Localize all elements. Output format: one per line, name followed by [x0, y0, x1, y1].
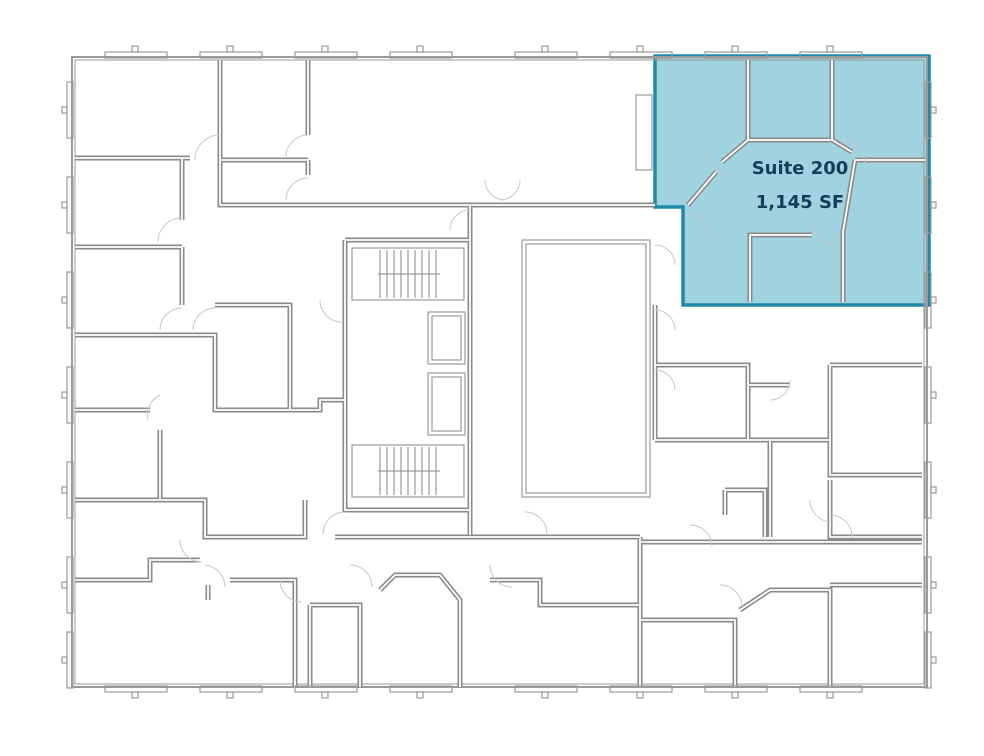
stairs-upper — [351, 247, 465, 301]
suite-name: Suite 200 — [751, 158, 849, 179]
window-mullions — [61, 45, 937, 699]
walls — [71, 56, 928, 688]
stairs-lower — [351, 444, 465, 498]
door-swings — [146, 134, 866, 608]
suite-label: Suite 200 1,145 SF — [700, 152, 900, 220]
suite-area: 1,145 SF — [755, 192, 845, 213]
fixtures — [427, 94, 653, 498]
